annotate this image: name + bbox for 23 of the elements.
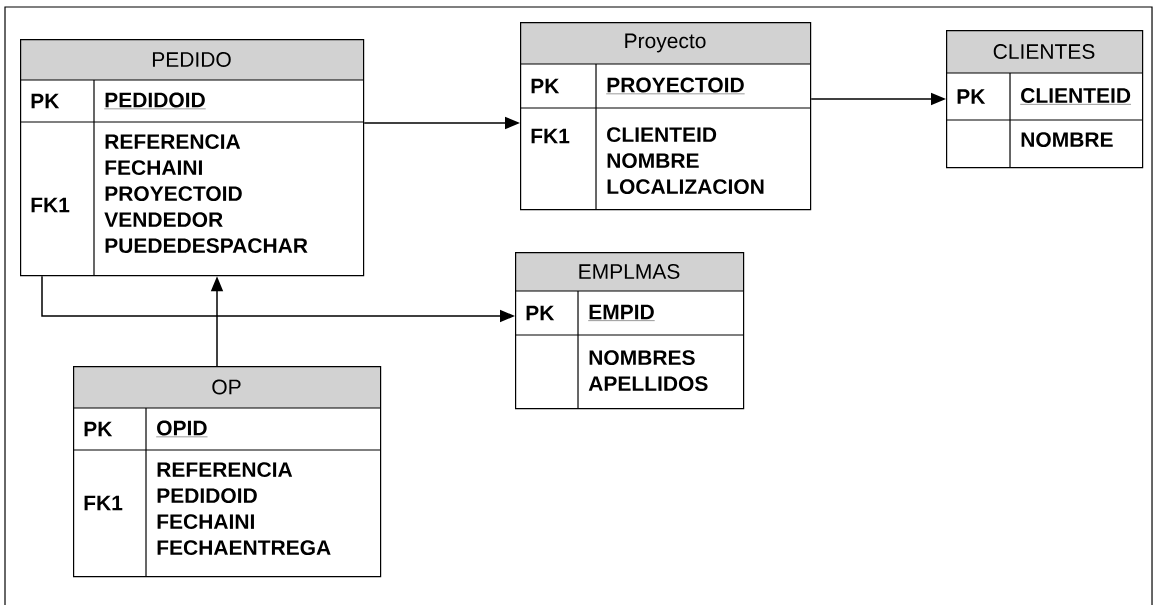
key-label: PK [526,305,555,321]
table-title: Proyecto [625,33,706,53]
primary-key-field: CLIENTEID [1020,88,1132,105]
primary-key-field: PEDIDOID [104,92,206,110]
primary-key-field: OPID [156,420,208,438]
field-list: NOMBRES APELLIDOS [588,350,708,392]
key-label: PK [957,89,986,104]
table-title: EMPLMAS [579,264,680,279]
key-label: FK1 [531,128,570,144]
key-label: FK1 [84,495,123,511]
key-label: PK [531,78,560,94]
field-list: REFERENCIA FECHAINI PROYECTOID VENDEDOR PUEDEDESPACHAR [104,134,308,254]
table-title: OP [212,379,241,395]
primary-key-field: EMPID [588,304,655,321]
key-label: PK [31,93,60,109]
table-title: PEDIDO [152,52,231,67]
table-title: CLIENTES [993,44,1095,59]
field-list: REFERENCIA PEDIDOID FECHAINI FECHAENTREGA [157,462,331,556]
key-label: PK [84,421,113,437]
field-list: NOMBRE [1021,132,1113,148]
primary-key-field: PROYECTOID [606,77,745,95]
field-list: CLIENTEID NOMBRE LOCALIZACION [607,127,764,195]
key-label: FK1 [31,197,70,213]
